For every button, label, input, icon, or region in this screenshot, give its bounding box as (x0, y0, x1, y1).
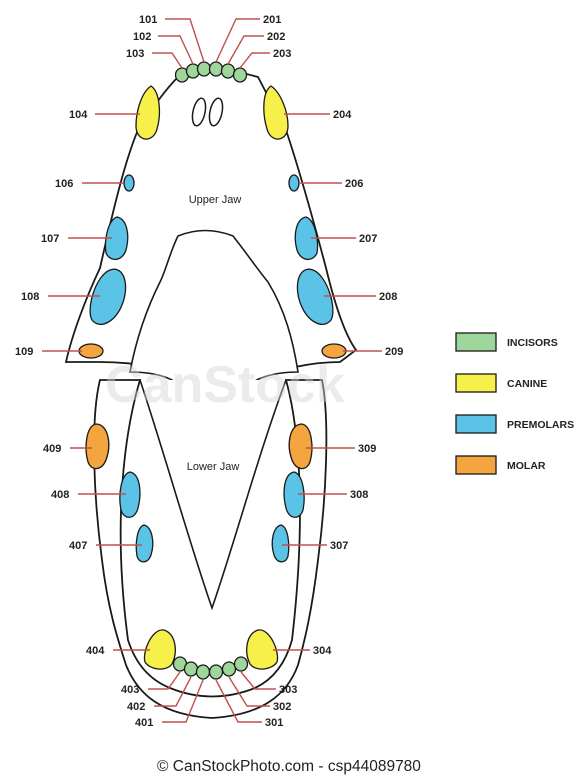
label-308: 308 (350, 489, 368, 501)
tooth-106 (124, 175, 134, 191)
tooth-109 (79, 344, 103, 358)
label-402: 402 (127, 701, 145, 713)
tooth-402 (185, 662, 198, 676)
tooth-407 (136, 525, 152, 562)
label-203: 203 (273, 48, 291, 60)
tooth-409 (86, 424, 109, 469)
lower-jaw-inner-v (140, 380, 286, 608)
tooth-204 (264, 86, 288, 139)
tooth-201 (210, 62, 223, 76)
label-307: 307 (330, 540, 348, 552)
legend-label-canine: CANINE (507, 378, 547, 390)
tooth-104 (136, 86, 159, 139)
label-303: 303 (279, 684, 297, 696)
tooth-202 (222, 64, 235, 78)
watermark: CanStock (105, 356, 345, 414)
tooth-304 (247, 630, 278, 669)
tooth-302 (223, 662, 236, 676)
upper-jaw-label: Upper Jaw (189, 194, 242, 206)
label-409: 409 (43, 443, 61, 455)
legend-swatch-premolars (456, 415, 496, 433)
tooth-203 (234, 68, 247, 82)
label-209: 209 (385, 346, 403, 358)
label-408: 408 (51, 489, 69, 501)
label-304: 304 (313, 645, 332, 657)
label-109: 109 (15, 346, 33, 358)
tooth-206 (289, 175, 299, 191)
label-309: 309 (358, 443, 376, 455)
label-302: 302 (273, 701, 291, 713)
label-206: 206 (345, 178, 363, 190)
tooth-401 (197, 665, 210, 679)
legend-swatch-canine (456, 374, 496, 392)
label-103: 103 (126, 48, 144, 60)
tooth-101 (198, 62, 211, 76)
tooth-301 (210, 665, 223, 679)
label-207: 207 (359, 233, 377, 245)
label-107: 107 (41, 233, 59, 245)
label-404: 404 (86, 645, 105, 657)
legend-swatch-molar (456, 456, 496, 474)
label-106: 106 (55, 178, 73, 190)
legend-label-incisors: INCISORS (507, 337, 558, 349)
legend: INCISORS CANINE PREMOLARS MOLAR (456, 333, 574, 474)
label-101: 101 (139, 14, 157, 26)
label-108: 108 (21, 291, 39, 303)
tooth-309 (289, 424, 312, 469)
label-403: 403 (121, 684, 139, 696)
lower-jaw-label: Lower Jaw (187, 461, 240, 473)
label-208: 208 (379, 291, 397, 303)
label-407: 407 (69, 540, 87, 552)
label-102: 102 (133, 31, 151, 43)
label-104: 104 (69, 109, 88, 121)
credit-line: © CanStockPhoto.com - csp44089780 (157, 758, 421, 775)
legend-label-molar: MOLAR (507, 460, 546, 472)
tooth-303 (235, 657, 248, 671)
label-301: 301 (265, 717, 283, 729)
label-201: 201 (263, 14, 281, 26)
legend-swatch-incisors (456, 333, 496, 351)
tooth-307 (272, 525, 288, 562)
legend-label-premolars: PREMOLARS (507, 419, 574, 431)
lower-incisors (174, 657, 248, 679)
label-204: 204 (333, 109, 352, 121)
label-202: 202 (267, 31, 285, 43)
label-401: 401 (135, 717, 153, 729)
